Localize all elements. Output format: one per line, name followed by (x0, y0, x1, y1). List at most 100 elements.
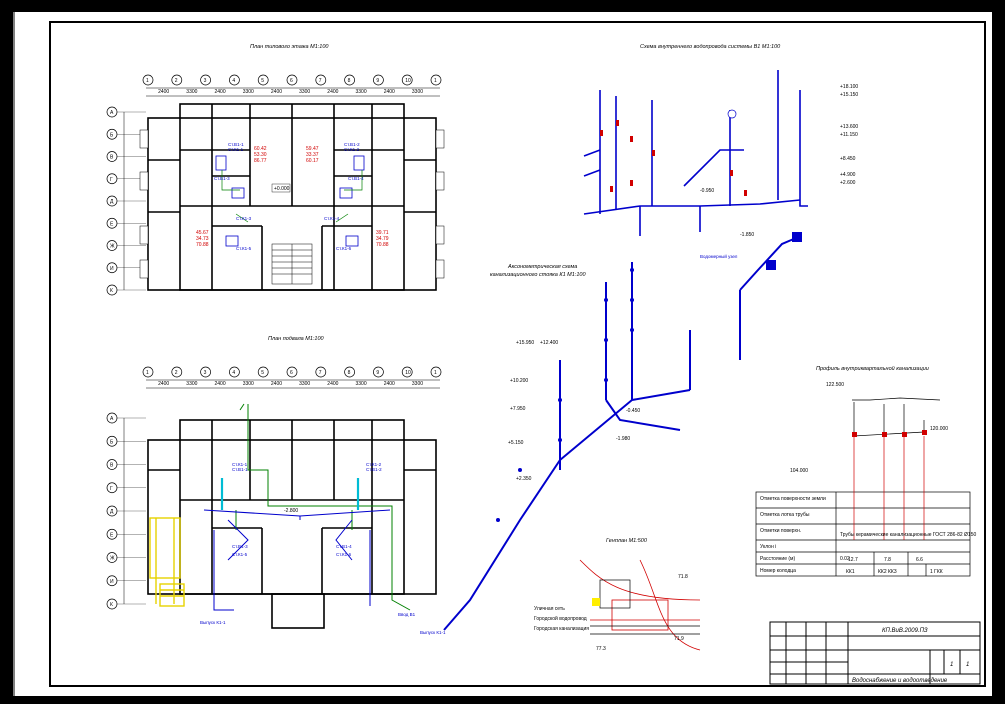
axis-label: 1 (146, 78, 149, 84)
axis-bubble (229, 74, 240, 86)
svg-text:Ст.К1-3: Ст.К1-3 (236, 216, 252, 221)
dimension-label: 2400 (384, 381, 395, 387)
svg-text:+10.200: +10.200 (510, 378, 528, 384)
svg-text:Ст.В1-2: Ст.В1-2 (344, 142, 360, 147)
dimension-label: 2400 (327, 381, 338, 387)
profile-distance: 12.7 (848, 557, 858, 563)
room-area: 39.71 (376, 230, 389, 236)
room-area: 53.30 (254, 152, 267, 158)
axis-label: 2 (175, 78, 178, 84)
stamp-sheet: 1 (950, 662, 953, 668)
svg-text:+8.450: +8.450 (840, 156, 856, 162)
svg-text:+13.600: +13.600 (840, 124, 858, 130)
svg-text:Ст.В1-3: Ст.В1-3 (214, 176, 230, 181)
svg-text:122.500: 122.500 (826, 382, 844, 388)
axis-label: Е (110, 221, 114, 227)
axis-bubble (430, 74, 442, 86)
axis-label: Г (110, 177, 113, 183)
axis-label: 3 (204, 78, 207, 84)
svg-text:-1.980: -1.980 (616, 436, 630, 442)
svg-text:+12.400: +12.400 (540, 340, 558, 346)
axis-label: 7 (319, 370, 322, 376)
axis-bubble (200, 366, 211, 378)
dimension-label: 2400 (384, 89, 395, 95)
profile-row-label: Отметка поверхности земли (760, 496, 826, 502)
axis-bubble (401, 366, 413, 378)
axis-bubble (171, 74, 183, 86)
svg-text:Ст.К1-1: Ст.К1-1 (232, 462, 248, 467)
room-area: 70.88 (196, 242, 209, 248)
dimension-label: 2400 (158, 381, 169, 387)
profile-row-label: Расстояние (м) (760, 556, 795, 562)
svg-text:-2.800: -2.800 (284, 508, 298, 514)
svg-text:+2.600: +2.600 (840, 180, 856, 186)
axis-label: 10 (405, 78, 411, 84)
axis-label: Б (110, 439, 114, 445)
svg-text:Водомерный узел: Водомерный узел (700, 253, 738, 259)
axis-label: 2 (175, 370, 178, 376)
axis-label: 4 (232, 78, 235, 84)
axis-bubble (171, 366, 183, 378)
profile-row-label: Номер колодца (760, 568, 796, 574)
svg-text:120.000: 120.000 (930, 426, 948, 432)
axis-label: И (110, 579, 114, 585)
drawing-frame (49, 21, 986, 687)
dimension-label: 2400 (215, 381, 226, 387)
svg-text:-0.450: -0.450 (626, 408, 640, 414)
dimension-label: 3300 (299, 381, 310, 387)
dimension-label: 3300 (299, 89, 310, 95)
axis-label: 3 (204, 370, 207, 376)
scheme-sewer-title-1: Аксонометрическая схема (507, 264, 577, 270)
axis-label: 8 (348, 370, 351, 376)
axis-label: Ж (110, 556, 115, 562)
scheme-water-supply: Схема внутреннего водопровода системы В1… (583, 44, 858, 291)
stamp-name: Водоснабжение и водоотведение (852, 678, 948, 684)
profile-distance: 7.8 (884, 557, 891, 563)
dimension-label: 2400 (215, 89, 226, 95)
axis-label: Г (110, 486, 113, 492)
dimension-label: 3300 (186, 381, 197, 387)
axis-bubble (315, 366, 327, 378)
room-labels: 60.4253.3086.7759.4733.3760.1745.6734.73… (196, 146, 389, 248)
genplan-label: Городская канализация (534, 626, 589, 632)
svg-text:+15.150: +15.150 (840, 92, 858, 98)
svg-text:Ст.В1-4: Ст.В1-4 (336, 544, 352, 549)
sewer-profile: Профиль внутриквартальной канализации 12… (755, 365, 976, 577)
scheme-water-title: Схема внутреннего водопровода системы В1… (640, 44, 781, 50)
dimension-label: 3300 (243, 381, 254, 387)
axis-label: 6 (290, 370, 293, 376)
svg-text:Ст.В1-4: Ст.В1-4 (348, 176, 364, 181)
scheme-sewer-title-2: канализационного стояка К1 М1:100 (490, 272, 586, 278)
stamp-sheets: 1 (966, 662, 969, 668)
dimension-label: 3300 (356, 381, 367, 387)
room-area: 86.77 (254, 158, 267, 164)
dimension-label: 2400 (271, 89, 282, 95)
dimension-label: 2400 (158, 89, 169, 95)
svg-text:Ст.К1-5: Ст.К1-5 (236, 246, 252, 251)
axis-label: В (110, 463, 114, 469)
axis-bubble (142, 74, 154, 86)
svg-text:+18.100: +18.100 (840, 84, 858, 90)
profile-row-label: Отметки поверхн. (760, 528, 801, 534)
axis-label: К (110, 602, 113, 608)
svg-text:-1.850: -1.850 (740, 232, 754, 238)
dimension-label: 3300 (356, 89, 367, 95)
profile-well: КК2 КК3 (878, 569, 897, 575)
profile-slope: 0.02 (840, 556, 850, 562)
axis-label: 4 (232, 370, 235, 376)
svg-text:+4.900: +4.900 (840, 172, 856, 178)
axis-label: А (110, 416, 114, 422)
svg-text:+2.350: +2.350 (516, 476, 532, 482)
axis-label: 9 (376, 78, 379, 84)
profile-distance: 6.6 (916, 557, 923, 563)
axis-bubble (286, 74, 298, 86)
axis-bubble (401, 74, 413, 86)
axis-bubble (315, 74, 327, 86)
dimension-label: 3300 (186, 89, 197, 95)
svg-text:+7.950: +7.950 (510, 406, 526, 412)
